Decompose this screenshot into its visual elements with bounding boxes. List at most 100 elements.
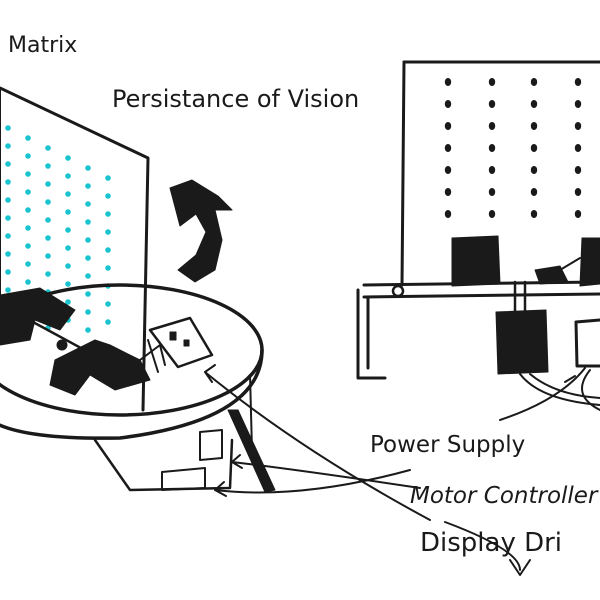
led-dot <box>65 263 71 269</box>
led-dot <box>45 235 51 241</box>
turntable-disc <box>0 283 264 451</box>
led-dot <box>5 215 11 221</box>
side-led-dot <box>574 166 582 174</box>
motor-controller-label: Motor Controller <box>410 483 599 509</box>
led-dot <box>25 225 31 231</box>
side-led-dot <box>574 122 582 130</box>
led-dot <box>65 281 71 287</box>
led-matrix-panel <box>0 86 150 412</box>
side-led-dot <box>444 210 452 218</box>
led-dot <box>5 269 11 275</box>
display-driver-board <box>147 316 214 373</box>
led-dot <box>85 273 91 279</box>
rotation-arrow-icon <box>169 179 233 283</box>
side-led-dot <box>488 122 496 130</box>
side-led-dot <box>530 78 538 86</box>
side-led-columns <box>444 78 582 218</box>
led-dot <box>25 171 31 177</box>
side-led-dot <box>444 100 452 108</box>
led-dot <box>85 219 91 225</box>
side-led-dot <box>444 144 452 152</box>
side-led-dot <box>444 122 452 130</box>
led-dot <box>45 271 51 277</box>
side-led-dot <box>530 122 538 130</box>
matrix-label: Matrix <box>8 33 77 58</box>
led-dot <box>45 217 51 223</box>
side-led-dot <box>488 100 496 108</box>
side-led-dot <box>488 210 496 218</box>
side-view-assembly <box>356 60 600 421</box>
side-led-dot <box>488 188 496 196</box>
side-led-dot <box>574 210 582 218</box>
led-dot <box>65 173 71 179</box>
led-dot <box>105 193 111 199</box>
side-led-dot <box>574 100 582 108</box>
led-dot <box>85 165 91 171</box>
led-dot <box>105 319 111 325</box>
led-dot <box>105 211 111 217</box>
led-dot <box>85 201 91 207</box>
led-dot <box>65 245 71 251</box>
led-dot <box>45 253 51 259</box>
led-dot <box>85 255 91 261</box>
led-dot <box>5 197 11 203</box>
led-dot <box>105 301 111 307</box>
led-dot <box>25 135 31 141</box>
led-grid <box>5 125 111 333</box>
led-dot <box>105 229 111 235</box>
led-dot <box>25 243 31 249</box>
led-dot <box>65 155 71 161</box>
led-dot <box>5 179 11 185</box>
led-dot <box>65 227 71 233</box>
power-supply-box <box>495 309 549 375</box>
title-label: Persistance of Vision <box>112 85 359 113</box>
power-supply-label: Power Supply <box>370 432 525 458</box>
disc-motors <box>0 287 166 396</box>
annotation-arrows <box>204 364 576 576</box>
led-dot <box>25 189 31 195</box>
panel-edge <box>0 86 150 412</box>
led-dot <box>85 327 91 333</box>
led-dot <box>5 143 11 149</box>
led-dot <box>85 237 91 243</box>
side-led-dot <box>488 166 496 174</box>
led-dot <box>25 279 31 285</box>
led-dot <box>25 153 31 159</box>
side-led-dot <box>530 100 538 108</box>
led-dot <box>65 209 71 215</box>
led-dot <box>65 191 71 197</box>
side-led-dot <box>574 144 582 152</box>
led-dot <box>65 299 71 305</box>
side-led-dot <box>530 188 538 196</box>
led-dot <box>5 161 11 167</box>
side-led-dot <box>444 188 452 196</box>
led-dot <box>5 125 11 131</box>
side-led-dot <box>530 166 538 174</box>
led-dot <box>5 251 11 257</box>
led-dot <box>5 287 11 293</box>
side-led-dot <box>574 78 582 86</box>
side-led-dot <box>488 144 496 152</box>
led-dot <box>105 265 111 271</box>
display-driver-label: Display Dri <box>420 528 562 558</box>
led-dot <box>105 175 111 181</box>
led-dot <box>25 207 31 213</box>
led-dot <box>45 181 51 187</box>
led-dot <box>85 183 91 189</box>
led-dot <box>105 247 111 253</box>
led-dot <box>5 233 11 239</box>
led-dot <box>45 199 51 205</box>
side-led-dot <box>444 166 452 174</box>
side-led-dot <box>574 188 582 196</box>
side-led-dot <box>530 144 538 152</box>
side-led-dot <box>444 78 452 86</box>
table-top <box>362 280 600 299</box>
led-dot <box>45 145 51 151</box>
led-dot <box>25 261 31 267</box>
led-dot <box>85 291 91 297</box>
side-led-dot <box>530 210 538 218</box>
base-enclosure <box>93 409 276 493</box>
right-motor <box>579 237 600 287</box>
